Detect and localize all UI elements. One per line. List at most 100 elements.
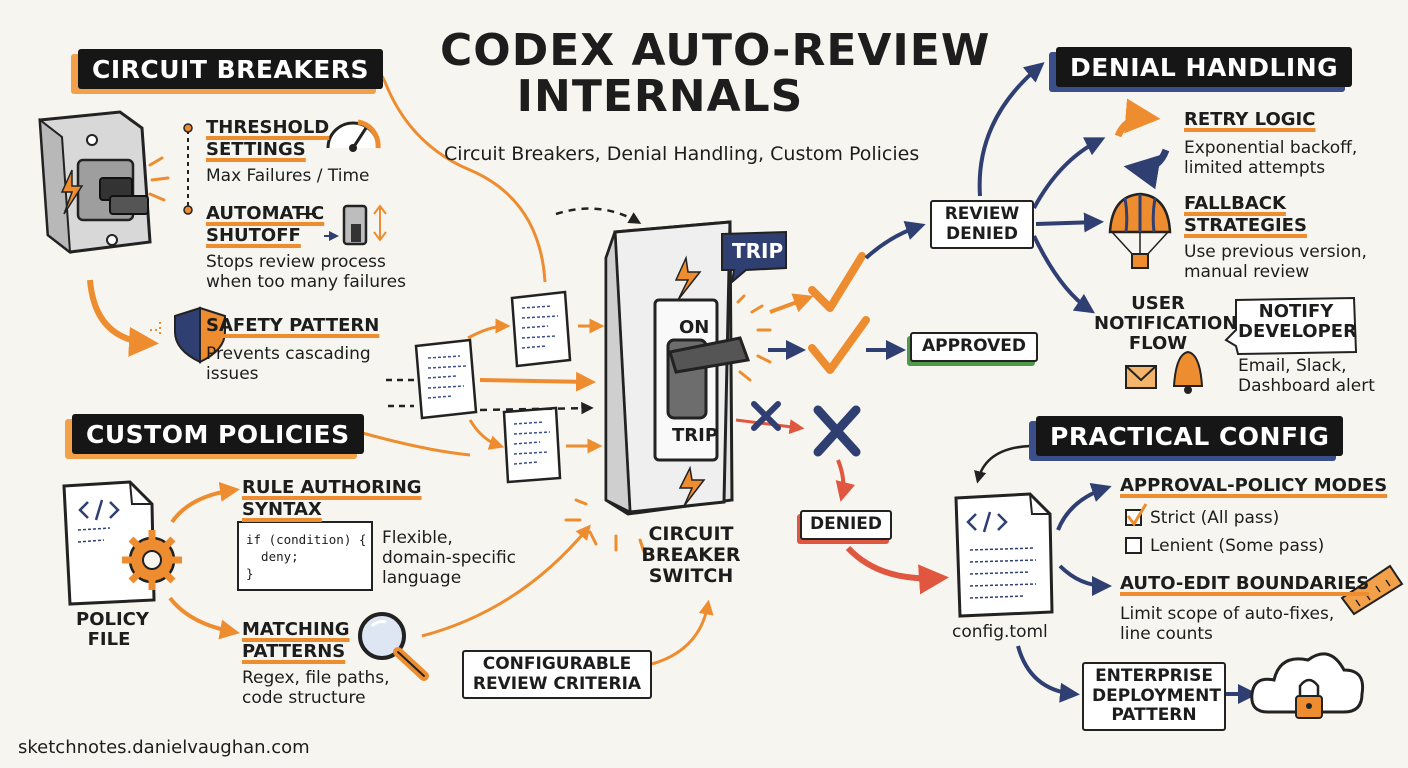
switch-trip-label: TRIP — [672, 425, 719, 446]
rule-desc-3: language — [382, 568, 462, 588]
switch-caption-2: BREAKER — [641, 543, 741, 566]
checkbox-unchecked — [1125, 537, 1142, 554]
threshold-desc: Max Failures / Time — [206, 166, 370, 186]
fallback-heading-2: STRATEGIES — [1184, 215, 1307, 236]
safety-heading: SAFETY PATTERN — [206, 315, 380, 336]
check-icon — [808, 316, 870, 374]
mail-icon — [1125, 365, 1157, 389]
rule-desc-1: Flexible, — [382, 528, 453, 548]
enterprise-deployment-box: ENTERPRISE DEPLOYMENT PATTERN — [1082, 662, 1226, 731]
notify-line-2: DEVELOPER — [1238, 320, 1357, 342]
config-file-icon — [954, 492, 1054, 618]
code-line-3: } — [246, 565, 254, 581]
policy-file-label: POLICY FILE — [76, 609, 149, 650]
retry-desc-1: Exponential backoff, — [1184, 138, 1358, 158]
criteria-line-2: REVIEW CRITERIA — [472, 673, 642, 694]
review-denied-box: REVIEW DENIED — [930, 200, 1034, 250]
matching-desc-1: Regex, file paths, — [242, 668, 390, 688]
fallback-heading-1: FALLBACK — [1184, 193, 1286, 214]
matching-heading-2: PATTERNS — [242, 641, 346, 662]
bell-icon — [1172, 350, 1204, 394]
threshold-heading-1: THRESHOLD — [206, 117, 330, 138]
review-denied-line-1: REVIEW — [944, 204, 1020, 224]
switch-on-label: ON — [679, 317, 710, 338]
banner-denial-handling: DENIAL HANDLING — [1056, 47, 1353, 87]
fallback-desc-2: manual review — [1184, 262, 1310, 282]
enterprise-line-3: PATTERN — [1111, 705, 1197, 726]
document-icon — [414, 338, 478, 420]
user-flow-line-3: FLOW — [1128, 332, 1188, 354]
policy-file-icon — [62, 480, 156, 606]
mode-lenient: Lenient (Some pass) — [1150, 536, 1325, 556]
auto-edit-desc-2: line counts — [1120, 624, 1213, 644]
circuit-breaker-switch-icon — [564, 220, 772, 554]
safety-desc-2: issues — [206, 364, 259, 384]
retry-icon — [1114, 98, 1170, 190]
fallback-desc-1: Use previous version, — [1184, 242, 1367, 262]
x-icon — [813, 405, 861, 457]
user-flow-line-1: USER — [1131, 293, 1185, 314]
shutoff-heading-1: AUTOMATIC — [206, 203, 325, 224]
shutoff-heading-2: SHUTOFF — [206, 225, 301, 246]
page-title: CODEX AUTO-REVIEW INTERNALS — [440, 25, 991, 123]
gear-icon — [122, 530, 182, 590]
threshold-heading-2: SETTINGS — [206, 139, 306, 160]
shutoff-desc-1: Stops review process — [206, 252, 386, 272]
matching-heading-1: MATCHING — [242, 619, 350, 640]
user-flow-line-2: NOTIFICATION — [1094, 312, 1238, 334]
switch-caption-3: SWITCH — [648, 564, 734, 587]
code-line-1: if (condition) { — [246, 532, 367, 547]
check-icon — [808, 252, 866, 312]
auto-edit-heading: AUTO-EDIT BOUNDARIES — [1120, 573, 1370, 594]
safety-desc-1: Prevents cascading — [206, 344, 371, 364]
switch-caption-1: CIRCUIT — [648, 523, 734, 545]
parachute-icon — [1108, 192, 1172, 269]
enterprise-line-1: ENTERPRISE — [1095, 666, 1213, 686]
document-icon — [502, 406, 562, 484]
shutoff-desc-2: when too many failures — [206, 272, 406, 292]
title-line-1: CODEX AUTO-REVIEW — [440, 25, 991, 76]
user-notification-flow: USER NOTIFICATION FLOW — [1094, 293, 1238, 354]
switch-caption: CIRCUIT BREAKER SWITCH — [636, 524, 746, 587]
ruler-icon — [1340, 564, 1404, 616]
document-icon — [510, 290, 572, 368]
rule-code-snippet: if (condition) { deny; } — [246, 532, 366, 583]
matching-desc-2: code structure — [242, 688, 366, 708]
modes-heading: APPROVAL-POLICY MODES — [1120, 475, 1388, 496]
approved-box: APPROVED — [910, 332, 1038, 362]
enterprise-line-2: DEPLOYMENT — [1092, 685, 1221, 706]
toggle-icon — [298, 204, 387, 246]
banner-custom-policies: CUSTOM POLICIES — [72, 414, 364, 454]
rule-desc-2: domain-specific — [382, 548, 517, 568]
rule-authoring-heading-1: RULE AUTHORING — [242, 477, 422, 498]
code-line-2: deny; — [246, 548, 299, 564]
policy-file-label-1: POLICY — [76, 609, 149, 630]
page-subtitle: Circuit Breakers, Denial Handling, Custo… — [444, 143, 920, 165]
gauge-icon — [326, 119, 381, 152]
retry-desc-2: limited attempts — [1184, 158, 1326, 178]
auto-edit-desc-1: Limit scope of auto-fixes, — [1120, 604, 1335, 624]
title-line-2: INTERNALS — [516, 71, 804, 123]
criteria-line-1: CONFIGURABLE — [482, 654, 632, 674]
review-denied-line-2: DENIED — [945, 223, 1018, 244]
banner-circuit-breakers: CIRCUIT BREAKERS — [78, 49, 384, 89]
trip-tag: TRIP — [732, 239, 784, 263]
configurable-review-criteria-box: CONFIGURABLE REVIEW CRITERIA — [462, 650, 652, 700]
retry-heading: RETRY LOGIC — [1184, 109, 1316, 130]
shield-icon — [150, 306, 226, 364]
magnifier-icon — [358, 612, 429, 681]
breaker-device-icon — [38, 110, 170, 255]
notify-line-1: NOTIFY — [1258, 301, 1334, 322]
notify-developer: NOTIFY DEVELOPER — [1238, 301, 1357, 342]
footer-credit: sketchnotes.danielvaughan.com — [18, 737, 310, 758]
policy-file-label-2: FILE — [87, 628, 131, 650]
denied-box: DENIED — [800, 510, 892, 540]
banner-practical-config: PRACTICAL CONFIG — [1036, 416, 1344, 456]
config-file-label: config.toml — [952, 622, 1048, 642]
notify-desc-1: Email, Slack, — [1238, 356, 1347, 376]
mode-strict: Strict (All pass) — [1150, 508, 1280, 528]
rule-authoring-heading-2: SYNTAX — [242, 499, 322, 520]
x-icon — [751, 401, 781, 431]
notify-desc-2: Dashboard alert — [1238, 376, 1375, 396]
